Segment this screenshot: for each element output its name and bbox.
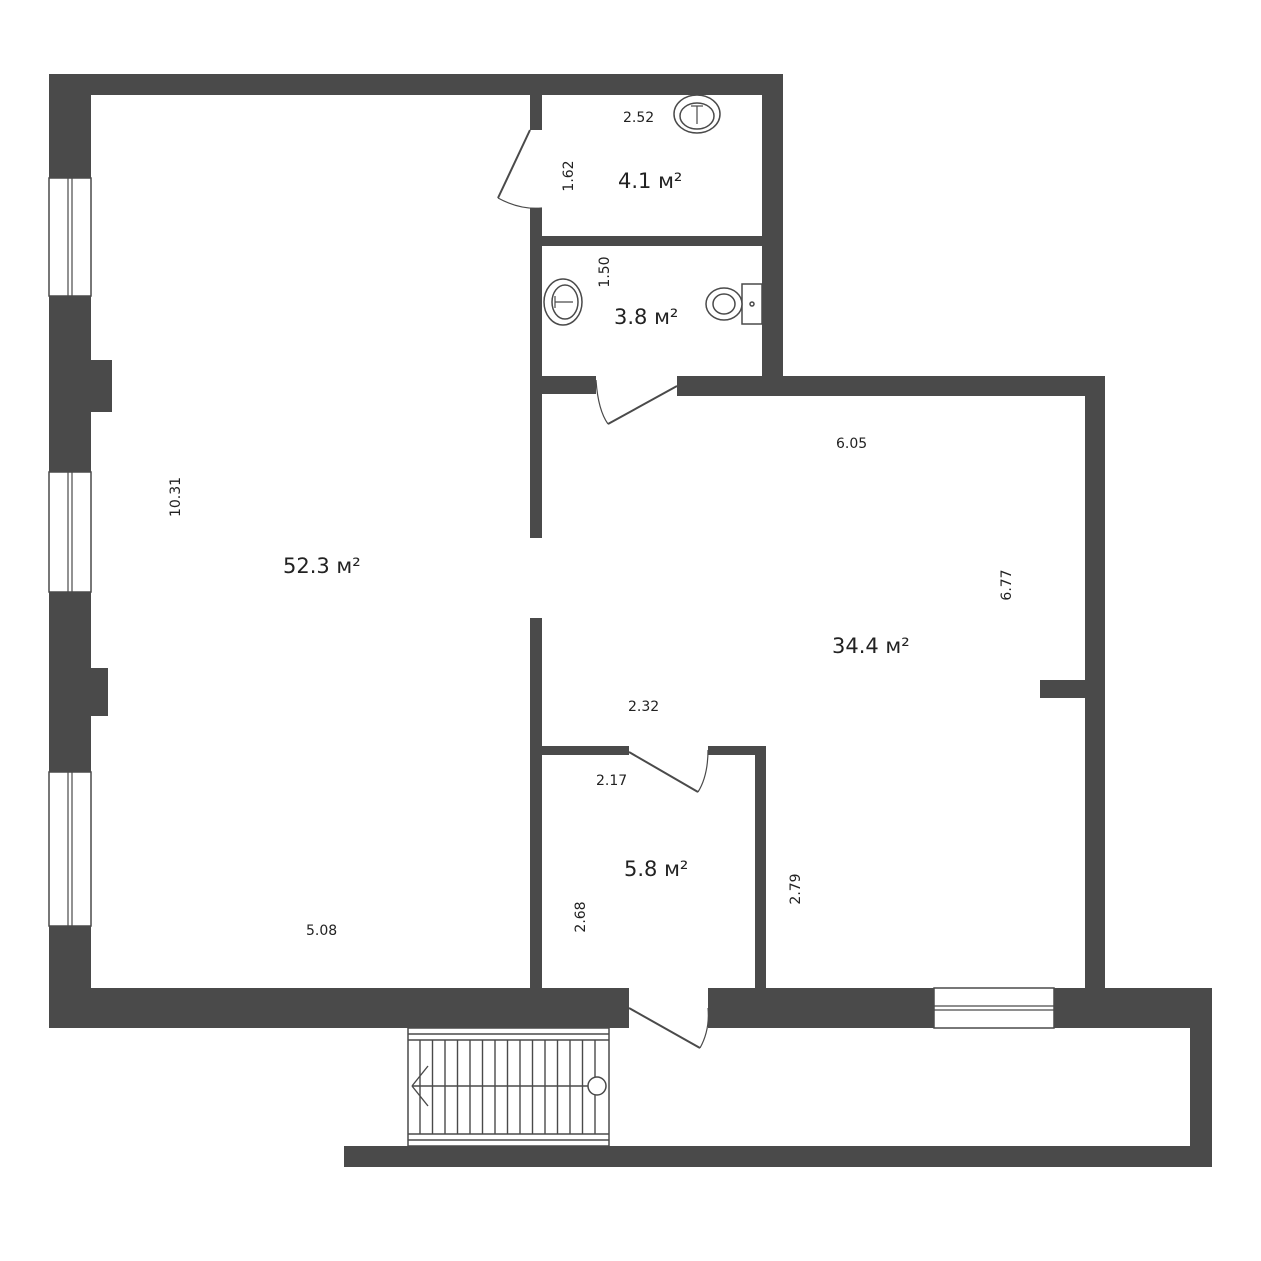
wall-bottom-main	[49, 988, 629, 1028]
wall-bottom-right-1	[708, 988, 934, 1028]
dim-bath-top-horizontal: 2.52	[623, 110, 654, 126]
area-bath-top: 4.1 м²	[618, 169, 682, 193]
partition-upper	[530, 95, 542, 130]
dim-right-inner: 2.32	[628, 699, 659, 715]
wall-corridor-bottom	[344, 1146, 1212, 1167]
wall-top	[49, 74, 783, 95]
wall-corridor-right	[1190, 988, 1212, 1167]
dim-main-vertical: 10.31	[168, 477, 184, 517]
dim-bath-top-vertical: 1.62	[561, 160, 577, 191]
windows	[48, 177, 1055, 1029]
wall-small-right	[755, 746, 766, 990]
dim-small-vertical-right: 2.79	[788, 873, 804, 904]
door-entrance	[628, 1007, 709, 1049]
dim-right-vertical: 6.77	[999, 569, 1015, 600]
area-bath-middle: 3.8 м²	[614, 305, 678, 329]
sink-icon	[543, 278, 583, 326]
wall-left-2	[49, 296, 91, 472]
wall-small-top-right	[708, 746, 766, 755]
dim-small-horizontal: 2.17	[596, 773, 627, 789]
window-left-1	[48, 177, 92, 297]
area-small: 5.8 м²	[624, 857, 688, 881]
stair-steps	[419, 1040, 596, 1134]
doors	[497, 129, 709, 1049]
partition-mid	[530, 208, 542, 538]
toilet-icon	[705, 283, 763, 325]
wall-bath-divider	[530, 236, 770, 246]
dim-right-horizontal: 6.05	[836, 436, 867, 452]
fixtures	[543, 94, 763, 326]
wall-bath-bottom-left	[530, 376, 596, 394]
labels: 52.3 м² 10.31 5.08 2.52 1.62 4.1 м² 1.50…	[168, 110, 1015, 939]
wall-stub	[1040, 680, 1085, 698]
door-small-room	[628, 749, 709, 793]
walls	[49, 74, 1212, 1167]
wall-bottom-right-2	[1054, 988, 1212, 1028]
wall-right-top	[677, 376, 1105, 396]
wall-right	[1085, 376, 1105, 990]
sink-icon	[673, 94, 721, 134]
staircase	[407, 1027, 610, 1147]
partition-lower	[530, 618, 542, 990]
door-bath-top	[497, 129, 543, 209]
pilaster-2	[91, 668, 108, 716]
wall-small-top-left	[542, 746, 629, 755]
arrow-left-icon	[411, 1065, 607, 1107]
area-right: 34.4 м²	[832, 634, 910, 658]
door-bath-middle	[595, 379, 678, 425]
dim-small-vertical-left: 2.68	[573, 901, 589, 932]
dim-bath-middle-vertical: 1.50	[597, 256, 613, 287]
wall-left-3	[49, 592, 91, 772]
window-left-2	[48, 471, 92, 593]
window-bottom	[933, 987, 1055, 1029]
area-main: 52.3 м²	[283, 554, 361, 578]
wall-bath-right	[762, 74, 783, 378]
pilaster-1	[91, 360, 112, 412]
wall-left-1	[49, 74, 91, 178]
dim-main-horizontal: 5.08	[306, 923, 337, 939]
window-left-3	[48, 771, 92, 927]
